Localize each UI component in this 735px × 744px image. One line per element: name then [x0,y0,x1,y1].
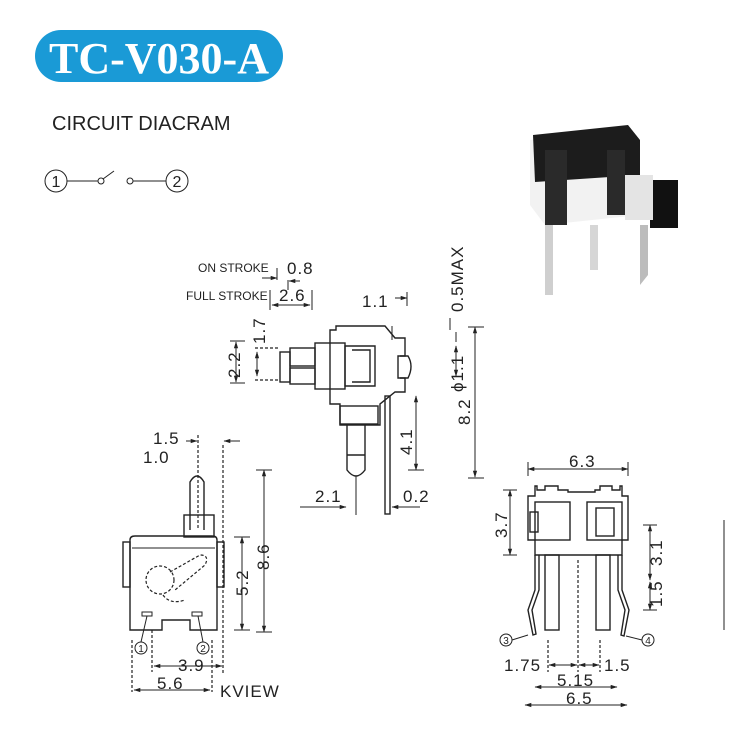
dim-6-5: 6.5 [566,689,593,708]
front-pin2: 2 [200,644,206,655]
front-pin1: 1 [138,644,144,655]
pin3-label: 3 [503,636,509,647]
dim-3-9: 3.9 [178,656,205,675]
dim-1-5-vertical: 1.5 [647,580,666,607]
dim-phi-1-1: ϕ1.1 [448,355,467,392]
dim-1-7: 1.7 [250,317,269,344]
dim-8-6: 8.6 [254,543,273,570]
full-stroke-value: 2.6 [279,286,306,305]
dim-8-2: 8.2 [455,398,474,425]
dim-4-1: 4.1 [397,428,416,455]
circuit-pin2: 2 [173,174,182,191]
front-view: 1 2 1.5 1.0 8.6 5.2 3.9 5.6 KVIEW [122,429,280,701]
circuit-title: CIRCUIT DIACRAM [52,113,231,135]
circuit-symbol: 1 2 [44,169,189,193]
dim-0-2: 0.2 [403,487,430,506]
dim-3-1: 3.1 [647,539,666,566]
kview-label: KVIEW [220,682,280,701]
product-photo [530,125,678,295]
dim-1-5: 1.5 [153,429,180,448]
dim-0-5max: 0.5MAX [448,246,467,312]
on-stroke-value: 0.8 [287,259,314,278]
side-view: ON STROKE 0.8 FULL STROKE 2.6 1.1 0.5MAX… [186,246,484,515]
dim-3-7: 3.7 [492,511,511,538]
dim-2-1: 2.1 [315,487,342,506]
model-badge: TC-V030-A [35,30,283,83]
dim-1-75: 1.75 [504,656,541,675]
dim-2-2: 2.2 [225,351,244,378]
on-stroke-label: ON STROKE [198,261,269,275]
dim-5-15: 5.15 [557,671,594,690]
dim-1-5-horizontal: 1.5 [604,656,631,675]
dim-5-6: 5.6 [157,674,184,693]
circuit-pin1: 1 [52,174,61,191]
dim-6-3: 6.3 [569,452,596,471]
pin4-label: 4 [645,636,651,647]
dim-5-2: 5.2 [233,569,252,596]
dim-1-0: 1.0 [143,448,170,467]
dim-1-1: 1.1 [362,292,389,311]
full-stroke-label: FULL STROKE [186,289,268,303]
bottom-view: RECT_PLACEHOLDER 3 4 6.3 3.7 3.1 1.5 1.7… [492,452,725,708]
model-title: TC-V030-A [49,34,269,83]
